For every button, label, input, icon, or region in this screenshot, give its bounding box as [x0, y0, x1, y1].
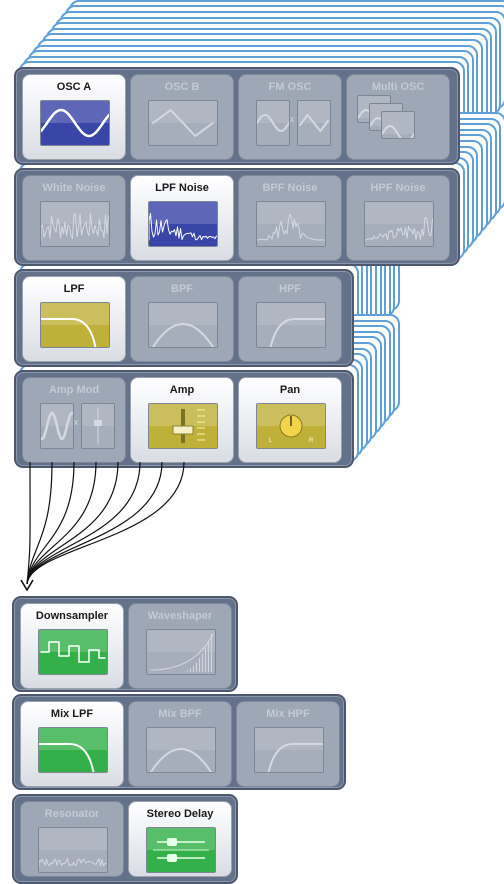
module-label: BPF Noise [262, 182, 318, 194]
signal-wire [26, 461, 31, 585]
module-label: HPF Noise [370, 182, 426, 194]
module-label: Multi OSC [371, 81, 425, 93]
display-white-noise [40, 201, 110, 247]
display-delay [146, 827, 216, 873]
module-amp[interactable]: Amp [130, 377, 234, 463]
module-label: Mix LPF [50, 708, 94, 720]
display-fm-left [256, 100, 290, 146]
module-resonator[interactable]: Resonator [20, 801, 124, 877]
module-label: Waveshaper [147, 610, 213, 622]
module-label: Pan [279, 384, 301, 396]
display-bpf [148, 302, 218, 348]
display-sine [40, 100, 110, 146]
module-bpf-noise[interactable]: BPF Noise [238, 175, 342, 261]
signal-wire [26, 461, 185, 585]
mix-filters-panel: Mix LPF Mix BPF Mix HPF [12, 694, 346, 790]
module-label: LPF Noise [155, 182, 209, 194]
signal-wire [26, 461, 53, 585]
display-ampmod-left [40, 403, 74, 449]
module-multi-osc[interactable]: Multi OSC [346, 74, 450, 160]
module-hpf-noise[interactable]: HPF Noise [346, 175, 450, 261]
display-lpf-noise [148, 201, 218, 247]
display-bpf-noise [256, 201, 326, 247]
display-triangle [148, 100, 218, 146]
pan-left-label: L [269, 438, 273, 444]
signal-wire [26, 461, 119, 585]
oscillators-panel: OSC A OSC B FM OSC x Multi OSC [14, 67, 460, 165]
module-label: OSC B [164, 81, 200, 93]
pan-right-label: R [309, 438, 314, 444]
module-label: BPF [171, 283, 193, 295]
display-ampmod-right [81, 403, 115, 449]
display-downsampler [38, 629, 108, 675]
display-hpf [254, 727, 324, 773]
module-hpf[interactable]: HPF [238, 276, 342, 362]
display-lpf [40, 302, 110, 348]
module-label: Mix HPF [266, 708, 310, 720]
arrow-head-icon [20, 579, 34, 592]
module-label: Resonator [44, 808, 100, 820]
display-hpf [256, 302, 326, 348]
module-lpf[interactable]: LPF [22, 276, 126, 362]
display-hpf-noise [364, 201, 434, 247]
module-label: Amp [169, 384, 195, 396]
display-multi-osc-2 [381, 111, 415, 139]
display-lpf [38, 727, 108, 773]
display-waveshaper [146, 629, 216, 675]
noise-panel: White Noise LPF Noise BPF Noise HPF Noise [14, 168, 460, 266]
module-label: FM OSC [268, 81, 312, 93]
effects-panel: Resonator Stereo Delay [12, 794, 238, 884]
multiply-symbol: x [289, 114, 295, 124]
module-lpf-noise[interactable]: LPF Noise [130, 175, 234, 261]
module-label: Downsampler [35, 610, 109, 622]
signal-wire [26, 461, 141, 585]
display-fm-right [297, 100, 331, 146]
module-label: Stereo Delay [146, 808, 214, 820]
distortion-panel: Downsampler Waveshaper [12, 596, 238, 692]
display-resonator [38, 827, 108, 873]
module-mix-bpf[interactable]: Mix BPF [128, 701, 232, 787]
module-label: White Noise [42, 182, 106, 194]
module-label: LPF [63, 283, 85, 295]
module-mix-lpf[interactable]: Mix LPF [20, 701, 124, 787]
module-osc-b[interactable]: OSC B [130, 74, 234, 160]
module-label: HPF [279, 283, 301, 295]
module-downsampler[interactable]: Downsampler [20, 603, 124, 689]
module-stereo-delay[interactable]: Stereo Delay [128, 801, 232, 877]
module-waveshaper[interactable]: Waveshaper [128, 603, 232, 689]
module-label: Mix BPF [158, 708, 202, 720]
module-amp-mod[interactable]: Amp Mod x [22, 377, 126, 463]
filters-panel: LPF BPF HPF [14, 269, 354, 367]
signal-wire [26, 461, 163, 585]
module-label: OSC A [56, 81, 92, 93]
module-bpf[interactable]: BPF [130, 276, 234, 362]
module-mix-hpf[interactable]: Mix HPF [236, 701, 340, 787]
module-fm-osc[interactable]: FM OSC x [238, 74, 342, 160]
multiply-symbol: x [73, 417, 79, 427]
module-osc-a[interactable]: OSC A [22, 74, 126, 160]
display-amp [148, 403, 218, 449]
display-bpf [146, 727, 216, 773]
module-label: Amp Mod [48, 384, 100, 396]
module-white-noise[interactable]: White Noise [22, 175, 126, 261]
